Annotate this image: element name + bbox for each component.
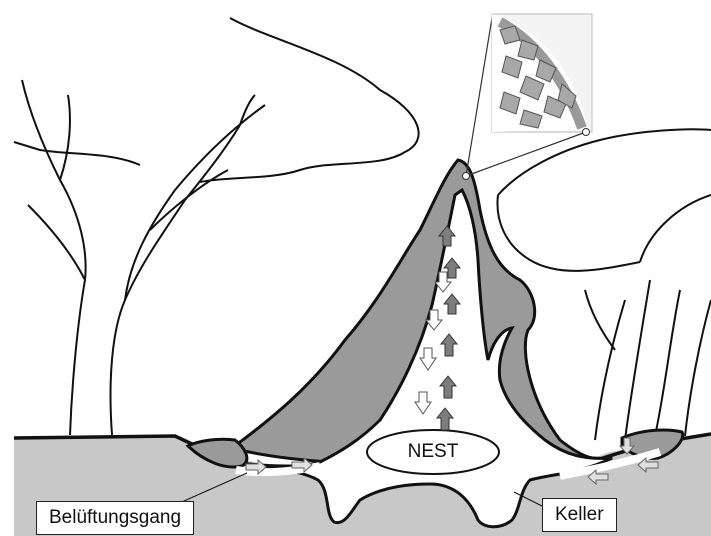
cellar-label: Keller	[542, 498, 617, 532]
nest-label: NEST	[381, 440, 485, 464]
ventilation-shaft-label: Belüftungsgang	[36, 501, 194, 535]
zoom-callout	[463, 14, 593, 180]
